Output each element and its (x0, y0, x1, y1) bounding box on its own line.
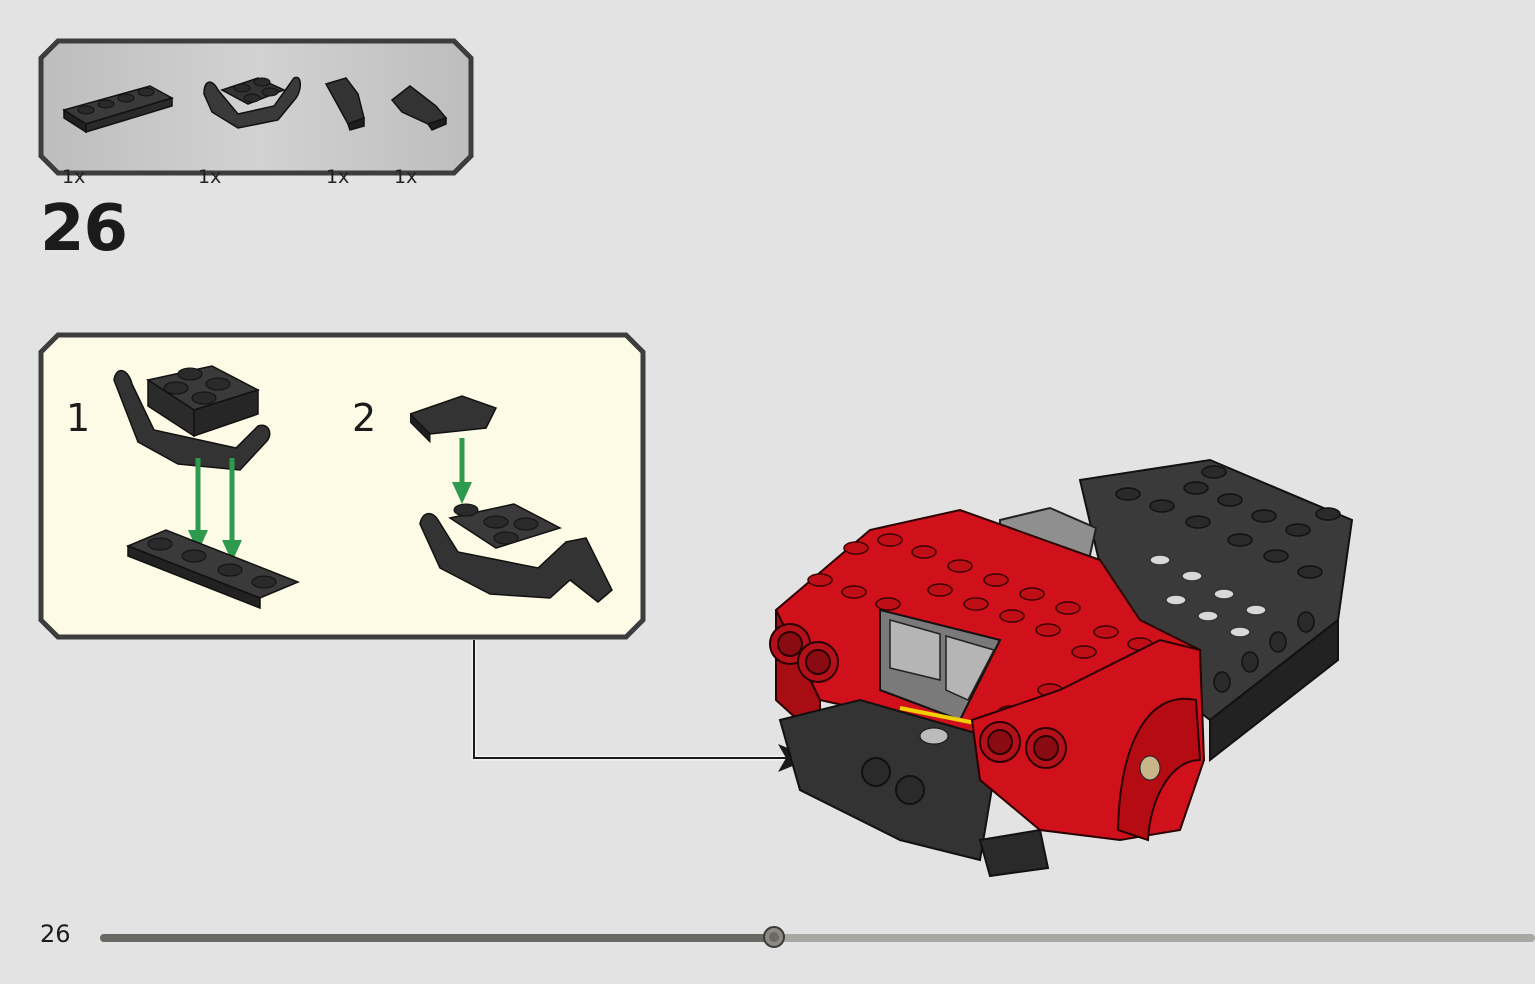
parts-panel-frame (38, 38, 474, 176)
part-plate-1x4-icon (62, 85, 174, 134)
part-wedge-left-icon (324, 77, 365, 131)
sub-step-2-illustration (410, 395, 613, 603)
page-number: 26 (40, 920, 71, 948)
sub-step-1-illustration (113, 365, 300, 610)
part-quantity: 1x (198, 166, 222, 188)
callout-arrow-icon (778, 744, 812, 772)
step-number: 26 (40, 192, 128, 266)
parts-list-panel: 1x 1x 1x 1x (38, 38, 474, 188)
part-plate-with-fenders-icon (203, 76, 301, 129)
progress-knob-icon[interactable] (763, 926, 785, 948)
sub-step-number: 2 (352, 396, 377, 440)
sub-step-number: 1 (66, 396, 91, 440)
progress-fill (100, 934, 774, 942)
part-quantity: 1x (62, 166, 86, 188)
progress-bar (100, 926, 1535, 948)
sub-assembly-panel: 1 2 (38, 332, 646, 640)
part-wedge-right-icon (390, 85, 448, 131)
part-quantity: 1x (394, 166, 418, 188)
progress-track (100, 934, 1535, 942)
part-quantity: 1x (326, 166, 350, 188)
